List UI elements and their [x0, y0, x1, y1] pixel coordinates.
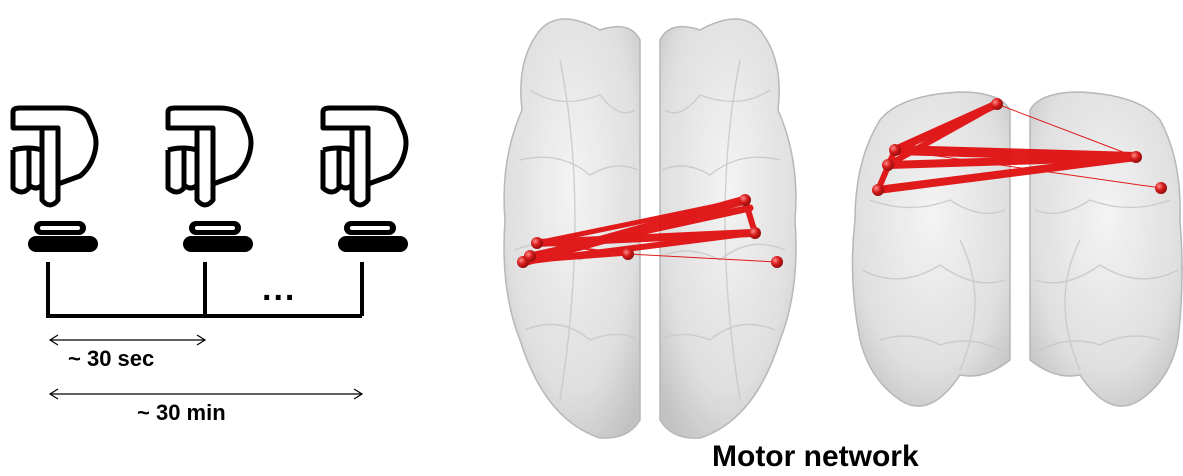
pointing-hand-icon — [168, 108, 253, 252]
interval-arrow-long — [50, 389, 362, 399]
pointing-hand-icon — [13, 108, 98, 252]
brain-top-view — [504, 19, 796, 438]
continuation-ellipsis: ... — [262, 270, 296, 309]
brain-coronal-view — [852, 92, 1182, 406]
network-title: Motor network — [712, 440, 919, 474]
timeline-axis — [48, 262, 362, 316]
interval-arrow-short — [50, 335, 205, 345]
interval-long-label: ~ 30 min — [137, 400, 226, 426]
interval-short-label: ~ 30 sec — [68, 346, 154, 372]
pointing-hand-icon — [323, 108, 408, 252]
